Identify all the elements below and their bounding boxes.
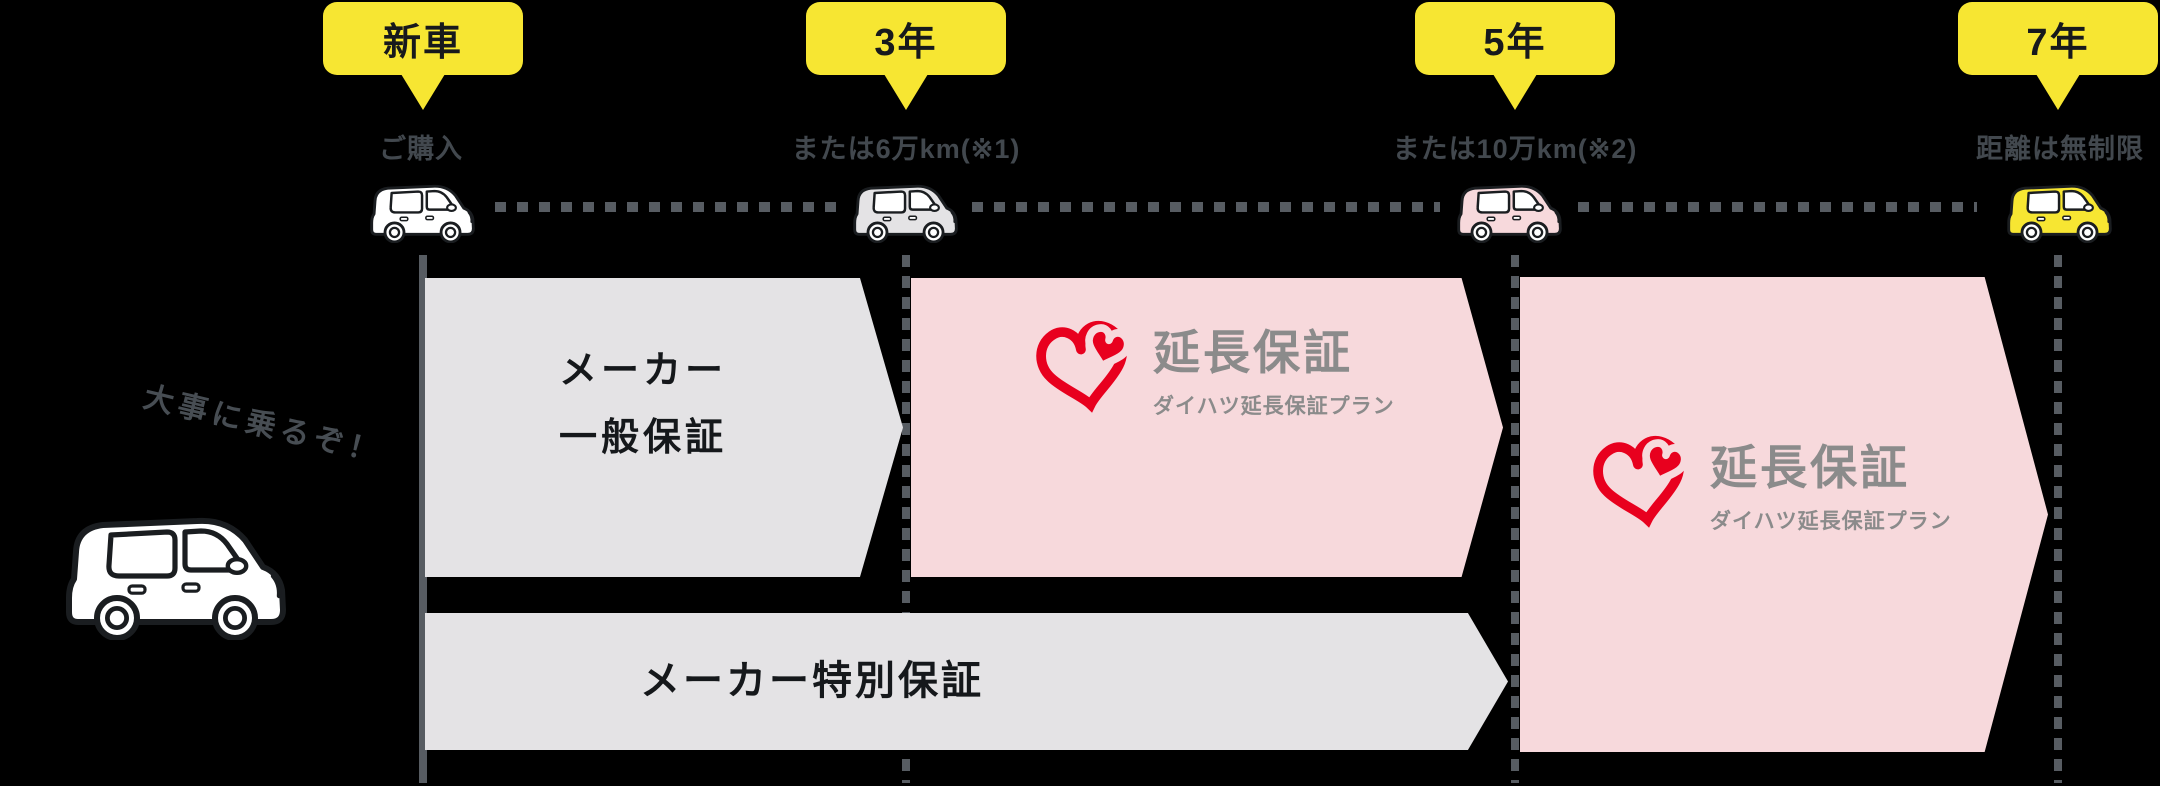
dotted-road-segment bbox=[1578, 202, 1977, 212]
band-extended-warranty-3to5: 延長保証 ダイハツ延長保証プラン bbox=[911, 278, 1503, 577]
milestone-label: 3年 bbox=[874, 22, 938, 64]
logo-subtitle: ダイハツ延長保証プラン bbox=[1710, 510, 1952, 533]
milestone-bubble-new-car: 新車 bbox=[323, 2, 523, 75]
milestone-bubble-7years: 7年 bbox=[1958, 2, 2158, 75]
bubble-tail bbox=[401, 74, 445, 110]
guide-line-new-car bbox=[419, 255, 427, 783]
bubble-tail bbox=[1493, 74, 1537, 110]
band-maker-special-warranty: メーカー特別保証 bbox=[425, 613, 1508, 750]
milestone-note: 距離は無制限 bbox=[1976, 134, 2144, 164]
dotted-road-segment bbox=[972, 202, 1440, 212]
milestone-note: ご購入 bbox=[379, 134, 463, 164]
milestone-note: または10万km(※2) bbox=[1392, 134, 1638, 164]
milestone-label: 新車 bbox=[382, 22, 463, 64]
bubble-tail bbox=[884, 74, 928, 110]
band-label: メーカー特別保証 bbox=[640, 659, 984, 703]
guide-line-7years bbox=[2054, 255, 2062, 783]
milestone-bubble-3years: 3年 bbox=[806, 2, 1006, 75]
big-car-icon bbox=[57, 508, 297, 640]
dotted-road-segment bbox=[495, 202, 845, 212]
extended-warranty-logo: 延長保証 ダイハツ延長保証プラン bbox=[1029, 314, 1395, 420]
extended-warranty-logo: 延長保証 ダイハツ延長保証プラン bbox=[1586, 429, 1952, 535]
heart-logo-icon bbox=[1029, 319, 1139, 415]
car-icon bbox=[849, 180, 963, 243]
milestone-label: 5年 bbox=[1483, 22, 1547, 64]
logo-title: 延長保証 bbox=[1153, 326, 1353, 379]
band-maker-general-warranty: メーカー 一般保証 bbox=[425, 278, 903, 577]
milestone-note: または6万km(※1) bbox=[791, 134, 1021, 164]
car-icon bbox=[366, 180, 480, 243]
band-extended-warranty-5to7: 延長保証 ダイハツ延長保証プラン bbox=[1520, 277, 2048, 752]
guide-line-3years bbox=[902, 255, 910, 783]
bubble-tail bbox=[2036, 74, 2080, 110]
car-icon bbox=[2003, 180, 2117, 243]
milestone-label: 7年 bbox=[2026, 22, 2090, 64]
guide-line-5years bbox=[1511, 255, 1519, 783]
car-icon bbox=[1453, 180, 1567, 243]
heart-logo-icon bbox=[1586, 434, 1696, 530]
speech-text: 大事に乗るぞ！ bbox=[140, 380, 387, 471]
milestone-bubble-5years: 5年 bbox=[1415, 2, 1615, 75]
logo-title: 延長保証 bbox=[1710, 441, 1910, 494]
logo-subtitle: ダイハツ延長保証プラン bbox=[1153, 395, 1395, 418]
band-label: メーカー 一般保証 bbox=[558, 350, 727, 459]
